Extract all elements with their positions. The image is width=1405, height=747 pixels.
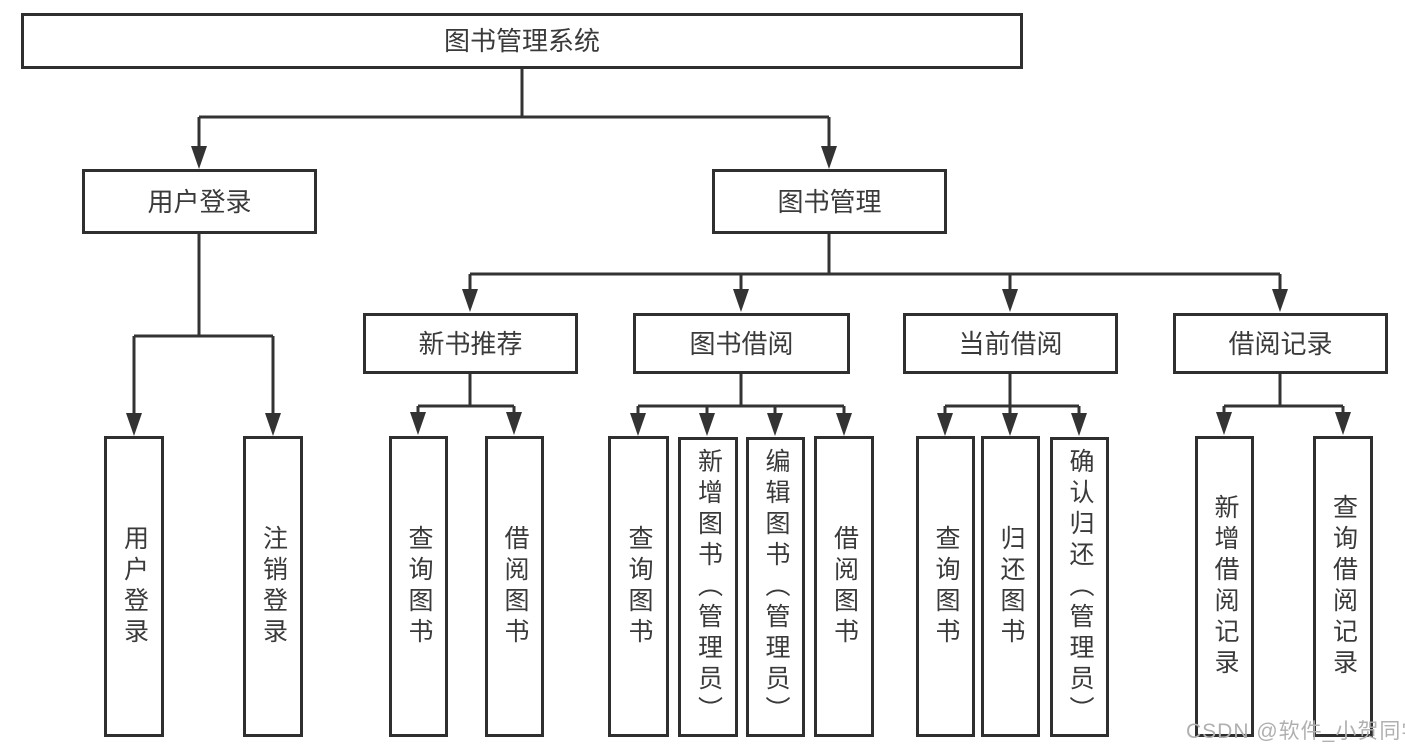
node-label: 新增图书（管理员）: [694, 447, 723, 727]
node-label: 借阅图书: [501, 524, 529, 649]
node-logout: 注销登录: [243, 436, 303, 737]
arrowheads: [126, 146, 1351, 436]
node-label: 查询借阅记录: [1329, 493, 1358, 680]
connector-book-mgmt: [468, 233, 1282, 291]
node-label: 注销登录: [259, 524, 288, 649]
node-current-borrowing: 当前借阅: [903, 313, 1118, 374]
node-label: 查询图书: [932, 524, 960, 649]
node-label: 查询图书: [405, 524, 433, 649]
connector-root: [197, 69, 831, 148]
connector-book-borrow: [636, 374, 846, 415]
connector-user-login: [132, 233, 275, 415]
node-cb-confirm-return-admin: 确认归还（管理员）: [1050, 437, 1109, 737]
node-label: 归还图书: [997, 524, 1025, 649]
node-nbr-borrow-books: 借阅图书: [485, 436, 544, 737]
node-bb-borrow-books: 借阅图书: [814, 436, 874, 737]
node-borrowing-records: 借阅记录: [1173, 313, 1388, 374]
node-cb-return-books: 归还图书: [981, 436, 1040, 737]
node-new-book-recommendation: 新书推荐: [363, 313, 578, 374]
node-user-login: 用户登录: [82, 169, 317, 234]
node-nbr-query-books: 查询图书: [389, 436, 448, 737]
connector-current-borrow: [943, 374, 1081, 415]
node-bb-query-books: 查询图书: [608, 436, 669, 737]
node-label: 新增借阅记录: [1211, 493, 1239, 680]
node-label: 确认归还（管理员）: [1066, 447, 1094, 727]
node-label: 编辑图书（管理员）: [762, 447, 790, 727]
node-br-query-record: 查询借阅记录: [1313, 436, 1373, 737]
node-book-management: 图书管理: [712, 169, 947, 234]
node-label: 借阅图书: [830, 524, 859, 649]
node-bb-edit-books-admin: 编辑图书（管理员）: [746, 437, 805, 737]
connector-new-book-rec: [416, 374, 516, 414]
node-br-add-record: 新增借阅记录: [1195, 436, 1254, 737]
connector-borrow-records: [1222, 374, 1345, 414]
node-bb-add-books-admin: 新增图书（管理员）: [678, 437, 738, 737]
node-label: 查询图书: [625, 524, 653, 649]
node-cb-query-books: 查询图书: [916, 436, 975, 737]
node-label: 用户登录: [120, 524, 149, 649]
node-book-borrowing: 图书借阅: [633, 313, 850, 374]
node-user-login-leaf: 用户登录: [104, 436, 164, 737]
node-library-management-system: 图书管理系统: [21, 13, 1023, 69]
csdn-watermark: CSDN @软件_小贺同学: [1186, 720, 1405, 743]
